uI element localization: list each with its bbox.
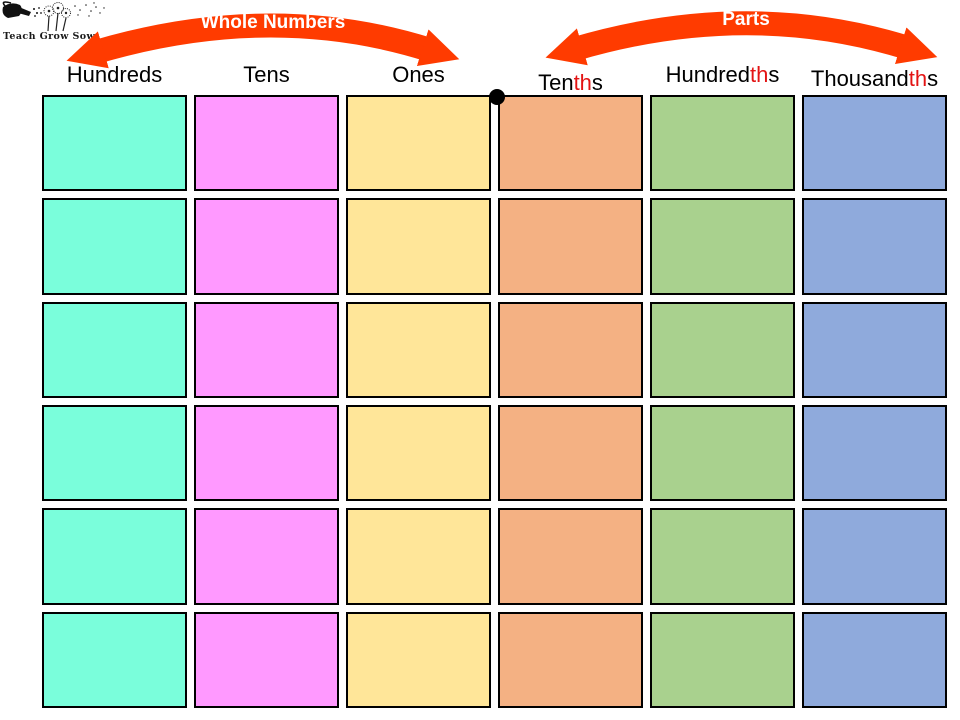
cell-hundreds-row6 [42,611,187,708]
teach-grow-sow-logo: Teach Grow Sow [0,0,118,42]
whole-numbers-label: Whole Numbers [200,12,346,33]
cell-hundredths-row2 [650,198,795,295]
cell-hundreds-row2 [42,198,187,295]
cell-tenths-row6 [498,611,643,708]
cell-tenths-row2 [498,198,643,295]
column-header-ones: Ones [392,62,445,87]
cell-hundredths-row5 [650,508,795,605]
cell-hundredths-row3 [650,301,795,398]
cell-hundreds-row5 [42,508,187,605]
cell-thousandths-row2 [802,198,947,295]
cell-hundredths-row4 [650,405,795,502]
parts-label: Parts [722,9,770,30]
cell-tenths-row4 [498,405,643,502]
cell-tens-row2 [194,198,339,295]
cell-tens-row3 [194,301,339,398]
column-header-tenths: Tenths [538,70,603,95]
logo-graphic [2,1,105,32]
cell-tens-row6 [194,611,339,708]
cell-tenths-row5 [498,508,643,605]
cell-ones-row2 [346,198,491,295]
cell-hundreds-row1 [42,95,187,192]
cell-thousandths-row4 [802,405,947,502]
cell-ones-row1 [346,95,491,192]
watering-can-icon [2,1,42,19]
cell-tenths-row1 [498,95,643,192]
cell-thousandths-row1 [802,95,947,192]
dandelion-icon [43,2,71,32]
cell-ones-row4 [346,405,491,502]
cell-hundredths-row1 [650,95,795,192]
cell-ones-row5 [346,508,491,605]
cell-tens-row4 [194,405,339,502]
column-header-hundreds: Hundreds [66,62,163,87]
cell-tens-row5 [194,508,339,605]
column-header-thousandths: Thousandths [810,66,939,91]
cell-ones-row6 [346,611,491,708]
column-header-hundredths: Hundredths [665,62,780,87]
decimal-point-icon [489,89,505,105]
place-value-grid [42,95,947,708]
cell-tens-row1 [194,95,339,192]
column-header-tens: Tens [243,62,290,87]
cell-hundreds-row4 [42,405,187,502]
cell-thousandths-row6 [802,611,947,708]
cell-hundredths-row6 [650,611,795,708]
logo-text: Teach Grow Sow [3,31,96,42]
cell-thousandths-row5 [802,508,947,605]
cell-thousandths-row3 [802,301,947,398]
cell-hundreds-row3 [42,301,187,398]
cell-ones-row3 [346,301,491,398]
blowing-seeds-icon [74,2,105,17]
cell-tenths-row3 [498,301,643,398]
